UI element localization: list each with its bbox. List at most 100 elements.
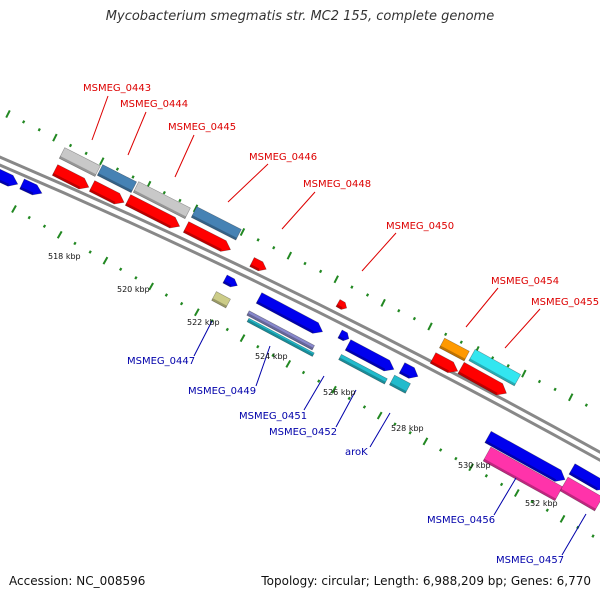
feature-msmeg-0445[interactable] (132, 181, 191, 220)
accession-text: Accession: NC_008596 (9, 574, 146, 588)
major-tick (521, 369, 527, 378)
feature-msmeg-0452[interactable] (389, 374, 411, 394)
kbp-label-532: 532 kbp (525, 499, 558, 508)
feature-red-3[interactable] (124, 194, 182, 232)
minor-tick (303, 261, 307, 266)
feature-msmeg-0447[interactable] (211, 291, 231, 309)
minor-tick (22, 120, 26, 124)
minor-tick (73, 241, 77, 246)
minor-tick (393, 422, 397, 426)
gene-label-arok[interactable]: aroK (345, 447, 368, 458)
feature-msmeg-0451[interactable] (344, 339, 397, 375)
leader-msmeg-0449 (255, 345, 271, 387)
feature-msmeg-0454[interactable] (439, 337, 470, 362)
minor-tick (256, 238, 260, 242)
minor-tick (272, 246, 276, 250)
gene-label-msmeg-0449[interactable]: MSMEG_0449 (188, 386, 256, 397)
leader-msmeg-0443 (91, 95, 109, 141)
leader-msmeg-0448 (281, 191, 316, 230)
kbp-label-520: 520 kbp (117, 285, 150, 294)
major-tick (559, 514, 566, 523)
minor-tick (484, 474, 489, 478)
feature-blue-small-2[interactable] (337, 329, 351, 343)
minor-tick (591, 534, 595, 538)
kbp-label-518: 518 kbp (48, 252, 81, 261)
gene-label-msmeg-0446[interactable]: MSMEG_0446 (249, 152, 317, 163)
feature-msmeg-0457[interactable] (482, 446, 564, 502)
leader-msmeg-0444 (127, 111, 147, 156)
minor-tick (350, 285, 354, 289)
feature-msmeg-0451-cyan[interactable] (338, 353, 388, 385)
kbp-label-530: 530 kbp (458, 461, 491, 470)
feature-msmeg-0444[interactable] (96, 164, 137, 194)
minor-tick (530, 499, 534, 504)
feature-red-4[interactable] (182, 221, 233, 255)
minor-tick (164, 293, 169, 297)
minor-tick (119, 267, 123, 272)
feature-msmeg-0443[interactable] (58, 147, 101, 177)
gene-label-msmeg-0452[interactable]: MSMEG_0452 (269, 427, 337, 438)
feature-msmeg-0456[interactable] (484, 430, 568, 485)
gene-label-msmeg-0456[interactable]: MSMEG_0456 (427, 515, 495, 526)
major-tick (56, 230, 63, 239)
minor-tick (301, 370, 306, 375)
major-tick (286, 251, 293, 260)
feature-blue-left-2[interactable] (19, 178, 45, 198)
feature-msmeg-0446[interactable] (190, 206, 242, 241)
feature-red-1[interactable] (51, 164, 91, 193)
minor-tick (179, 301, 184, 306)
feature-msmeg-0450[interactable] (335, 299, 349, 312)
feature-msmeg-0455[interactable] (468, 348, 522, 387)
gene-label-msmeg-0443[interactable]: MSMEG_0443 (83, 83, 151, 94)
feature-msmeg-0449-cyan[interactable] (246, 317, 315, 357)
minor-tick (347, 396, 351, 401)
feature-blue-small-3[interactable] (398, 362, 421, 382)
major-tick (285, 359, 292, 368)
feature-msmeg-0449-blue[interactable] (255, 292, 325, 337)
minor-tick (88, 250, 92, 254)
feature-blue-small-1[interactable] (222, 274, 240, 290)
gene-label-msmeg-0454[interactable]: MSMEG_0454 (491, 276, 559, 287)
gene-label-msmeg-0451[interactable]: MSMEG_0451 (239, 411, 307, 422)
feature-msmeg-0449[interactable] (246, 310, 315, 351)
minor-tick (444, 332, 448, 337)
minor-tick (256, 344, 260, 349)
feature-blue-right[interactable] (568, 463, 600, 494)
backbone-line-lower (0, 163, 600, 462)
minor-tick (27, 215, 31, 220)
leader-msmeg-0446 (227, 163, 269, 203)
feature-magenta-right[interactable] (559, 476, 600, 512)
major-tick (333, 275, 339, 284)
gene-label-msmeg-0448[interactable]: MSMEG_0448 (303, 179, 371, 190)
feature-msmeg-0448[interactable] (249, 257, 269, 274)
backbone (0, 155, 600, 462)
minor-tick (584, 403, 588, 407)
gene-label-msmeg-0455[interactable]: MSMEG_0455 (531, 297, 599, 308)
gene-label-msmeg-0447[interactable]: MSMEG_0447 (127, 356, 195, 367)
minor-tick (506, 364, 510, 368)
minor-tick (319, 269, 323, 274)
minor-tick (365, 293, 370, 297)
major-tick (194, 308, 200, 317)
major-tick (102, 256, 109, 265)
minor-tick (84, 151, 88, 156)
gene-label-msmeg-0450[interactable]: MSMEG_0450 (386, 221, 454, 232)
minor-tick (115, 167, 120, 171)
leader-msmeg-0452 (335, 389, 357, 428)
feature-red-6[interactable] (457, 361, 510, 399)
kbp-label-528: 528 kbp (391, 424, 424, 433)
major-tick (427, 322, 433, 331)
feature-blue-left-1[interactable] (0, 168, 20, 190)
gene-label-msmeg-0444[interactable]: MSMEG_0444 (120, 99, 188, 110)
map-title: Mycobacterium smegmatis str. MC2 155, co… (105, 9, 495, 24)
leader-msmeg-0454 (465, 287, 499, 328)
leader-msmeg-0455 (504, 308, 541, 349)
minor-tick (225, 327, 229, 332)
kbp-label-522: 522 kbp (187, 318, 220, 327)
feature-red-2[interactable] (88, 180, 127, 208)
feature-red-5[interactable] (429, 352, 460, 377)
major-tick (11, 205, 17, 213)
gene-label-msmeg-0445[interactable]: MSMEG_0445 (168, 122, 236, 133)
gene-label-msmeg-0457[interactable]: MSMEG_0457 (496, 555, 564, 566)
minor-tick (317, 379, 321, 383)
